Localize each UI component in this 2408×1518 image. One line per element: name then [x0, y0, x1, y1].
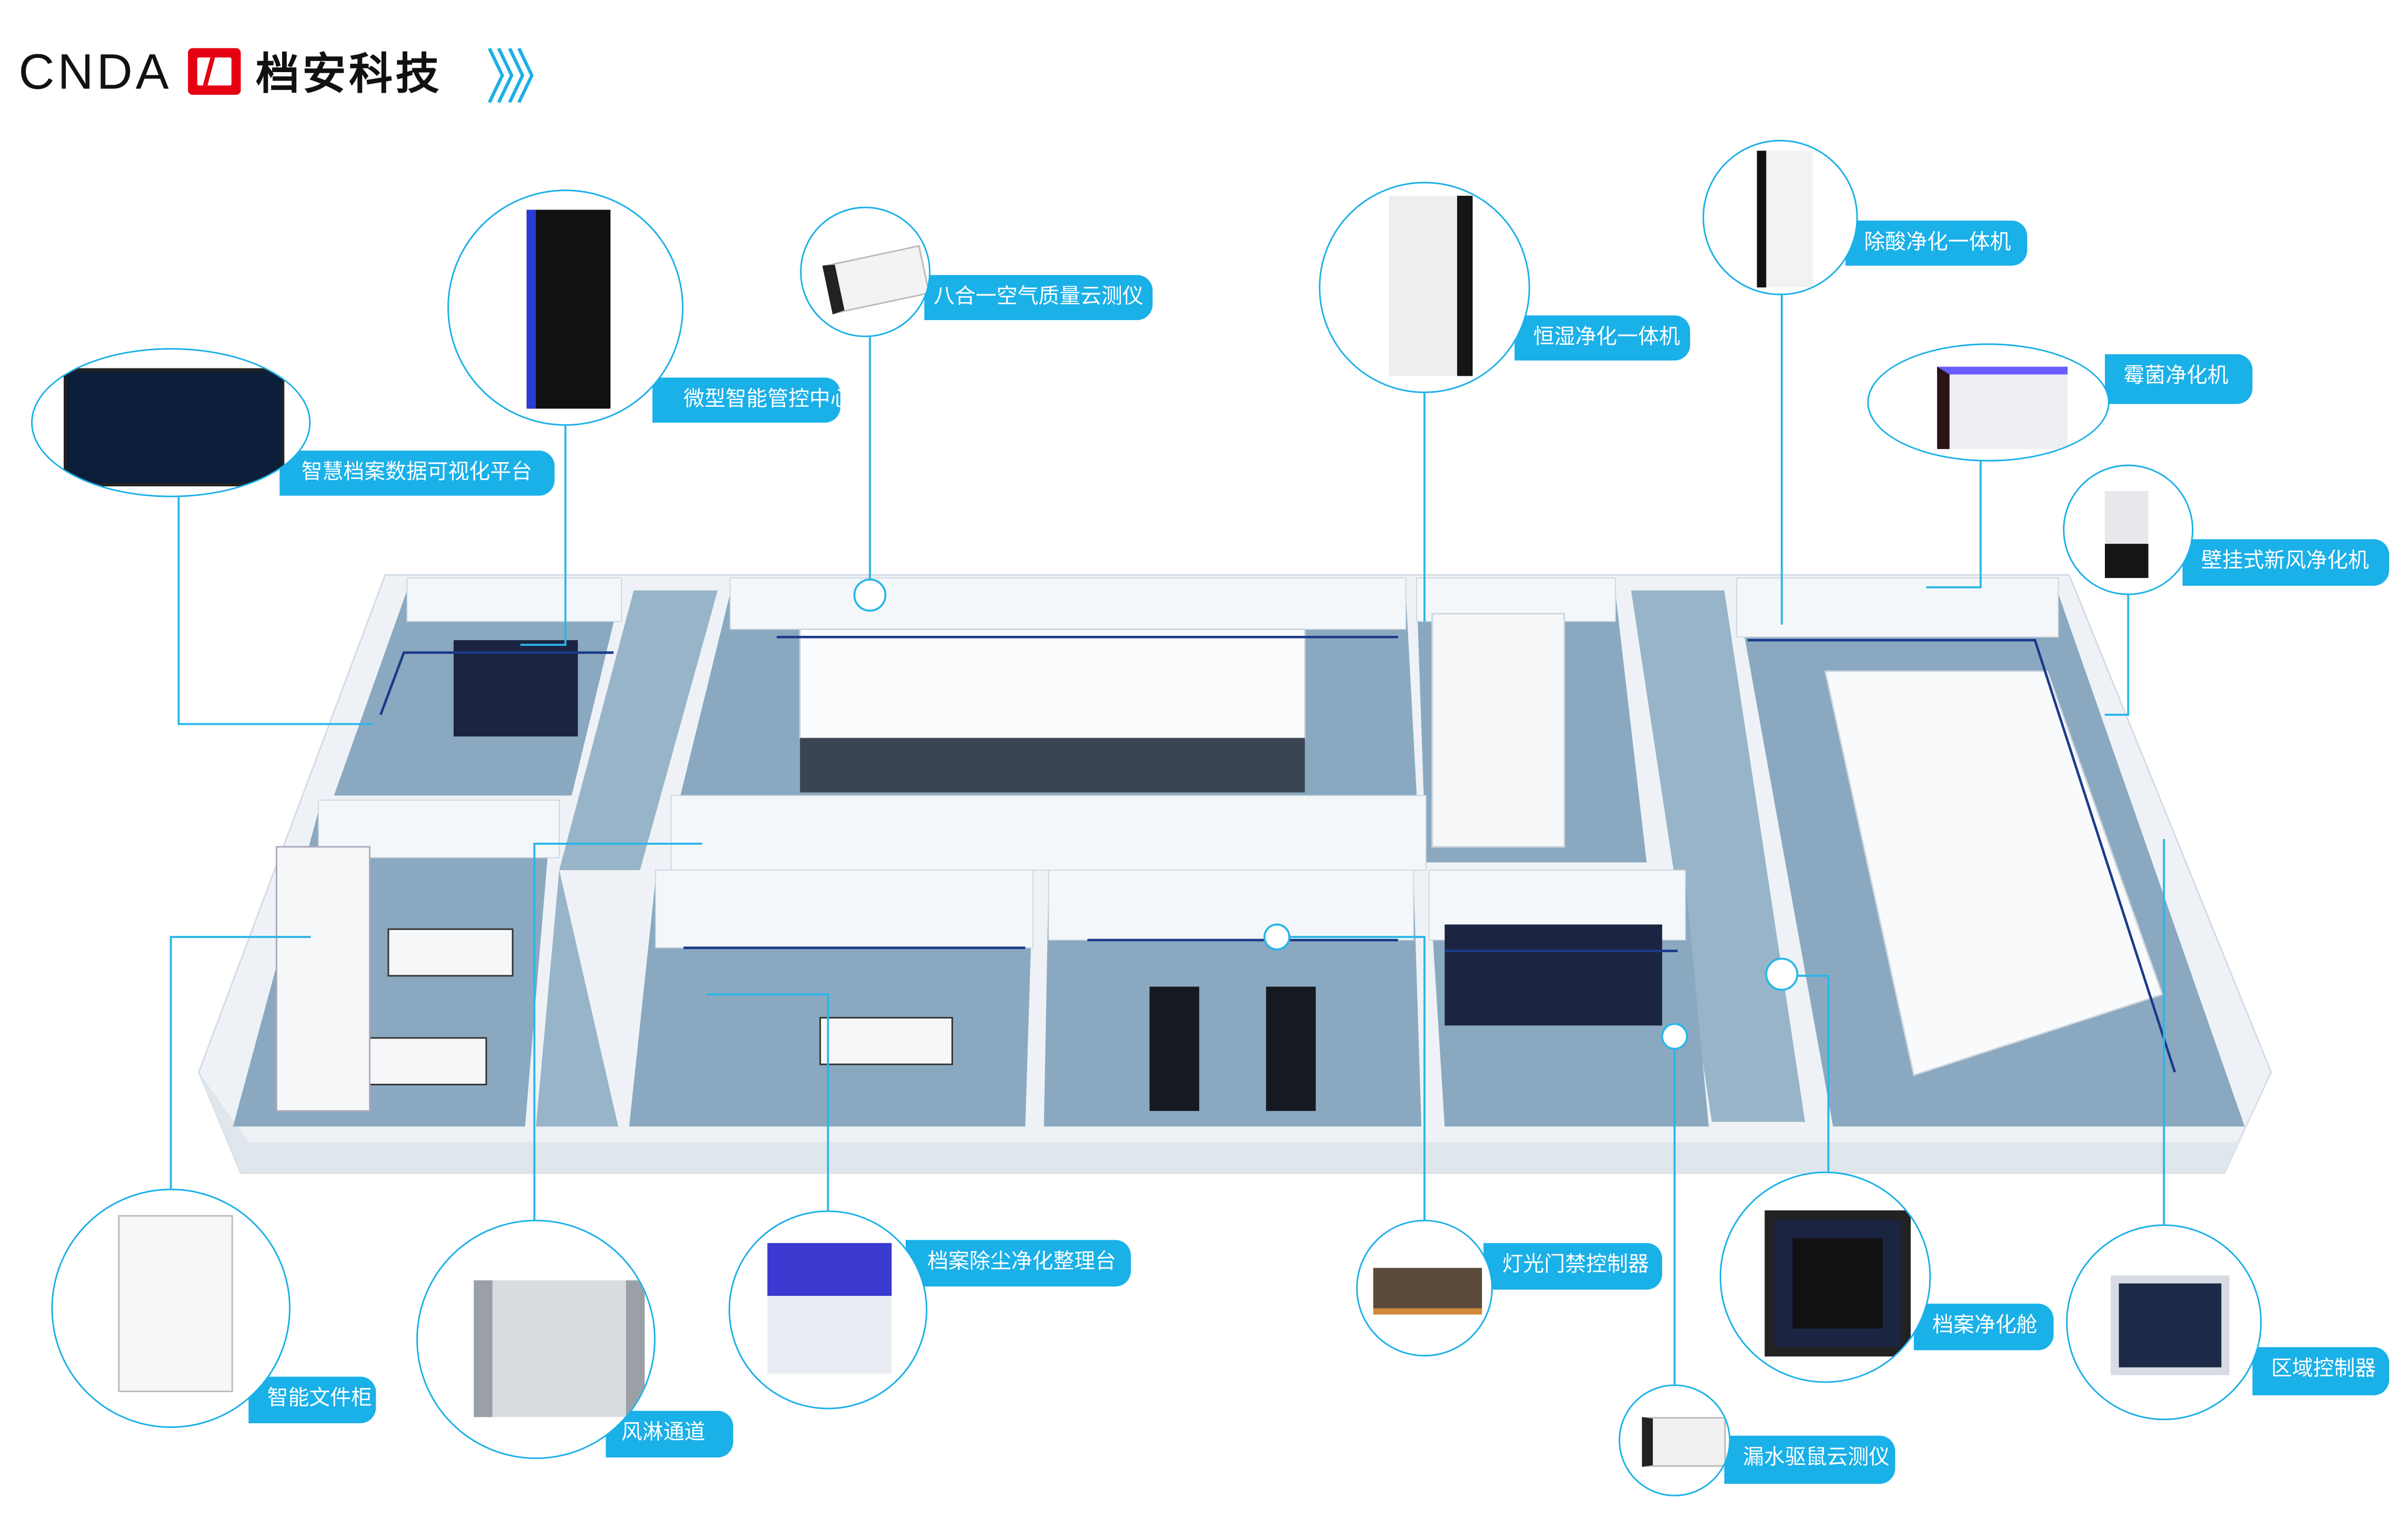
callout-label-leak-rodent-sensor: 漏水驱鼠云测仪: [1724, 1435, 1895, 1484]
wall-fresh-air-icon: [2104, 491, 2149, 578]
purification-cabin-icon: [1764, 1210, 1911, 1357]
callout-label-file-cabinet: 智能文件柜: [248, 1376, 376, 1424]
callout-circle-purification-cabin: [1719, 1171, 1931, 1383]
air-shower-units-2: [1266, 986, 1316, 1111]
workstations-a: [387, 928, 514, 977]
callout-circle-file-cabinet: [51, 1189, 291, 1428]
brand-name-cn: 档安科技: [256, 48, 443, 99]
callout-label-air-shower: 风淋通道: [606, 1411, 734, 1457]
callout-label-dust-workbench: 档案除尘净化整理台: [906, 1240, 1131, 1287]
callout-circle-mold-purifier: [1867, 343, 2110, 462]
callout-label-visualization-platform: 智慧档案数据可视化平台: [279, 451, 555, 496]
callout-label-access-controller: 灯光门禁控制器: [1483, 1243, 1662, 1290]
zone-controller-icon: [2111, 1275, 2230, 1375]
callout-circle-leak-rodent-sensor: [1618, 1384, 1731, 1496]
leader-lines: [169, 295, 2165, 1385]
file-cabinets: [275, 846, 371, 1112]
mold-purifier-icon: [1937, 366, 2068, 450]
access-controller-icon: [1373, 1267, 1482, 1315]
brand-name-en: CNDA: [18, 43, 172, 99]
callout-circle-zone-controller: [2066, 1224, 2262, 1421]
server-racks: [453, 640, 578, 737]
callout-label-zone-controller: 区域控制器: [2252, 1347, 2390, 1395]
callout-label-mold-purifier: 霉菌净化机: [2104, 354, 2253, 404]
callout-circle-humidity-purifier: [1319, 182, 1530, 393]
corridor-left: [536, 590, 718, 1127]
brand-mark-icon: [187, 48, 240, 95]
workbench: [819, 1017, 954, 1065]
callout-label-deacid-purifier: 除酸净化一体机: [1845, 221, 2028, 266]
callout-circle-air-quality: [800, 206, 931, 337]
callout-circle-dust-workbench: [728, 1210, 928, 1410]
server-rack-icon: [526, 209, 611, 409]
air-sensor-icon: [822, 245, 929, 315]
callout-circle-wall-fresh-air: [2063, 464, 2194, 595]
shelving-humidity: [1431, 613, 1566, 848]
dust-workbench-icon: [767, 1243, 892, 1374]
callout-label-purification-cabin: 档案净化舱: [1913, 1303, 2054, 1351]
brand-logo: CNDA 档安科技 》》: [18, 41, 565, 111]
workstations-b: [353, 1037, 487, 1085]
callout-circle-visualization-platform: [31, 348, 311, 497]
leak-rodent-sensor-icon: [1642, 1417, 1726, 1467]
corridor: [1631, 590, 1805, 1122]
air-shower-icon: [474, 1280, 645, 1417]
dashboard-screen-icon: [64, 368, 285, 486]
deacid-purifier-icon: [1757, 151, 1813, 288]
callout-label-humidity-purifier: 恒湿净化一体机: [1514, 315, 1690, 361]
callout-circle-access-controller: [1356, 1220, 1493, 1357]
callout-circle-control-center: [447, 189, 684, 426]
chevrons-icon: 》》: [486, 43, 565, 112]
shelving-main: [799, 628, 1306, 793]
file-cabinet-icon: [118, 1215, 233, 1392]
callout-circle-deacid-purifier: [1702, 139, 1858, 295]
purification-cabins: [1444, 924, 1662, 1026]
callout-label-air-quality: 八合一空气质量云测仪: [924, 275, 1153, 321]
callout-circle-air-shower: [416, 1220, 656, 1459]
callout-label-control-center: 微型智能管控中心: [652, 377, 851, 423]
callout-label-wall-fresh-air: 壁挂式新风净化机: [2182, 539, 2390, 586]
humidity-purifier-icon: [1389, 195, 1473, 376]
slab-front: [198, 1072, 2271, 1173]
air-shower-units: [1149, 986, 1199, 1111]
